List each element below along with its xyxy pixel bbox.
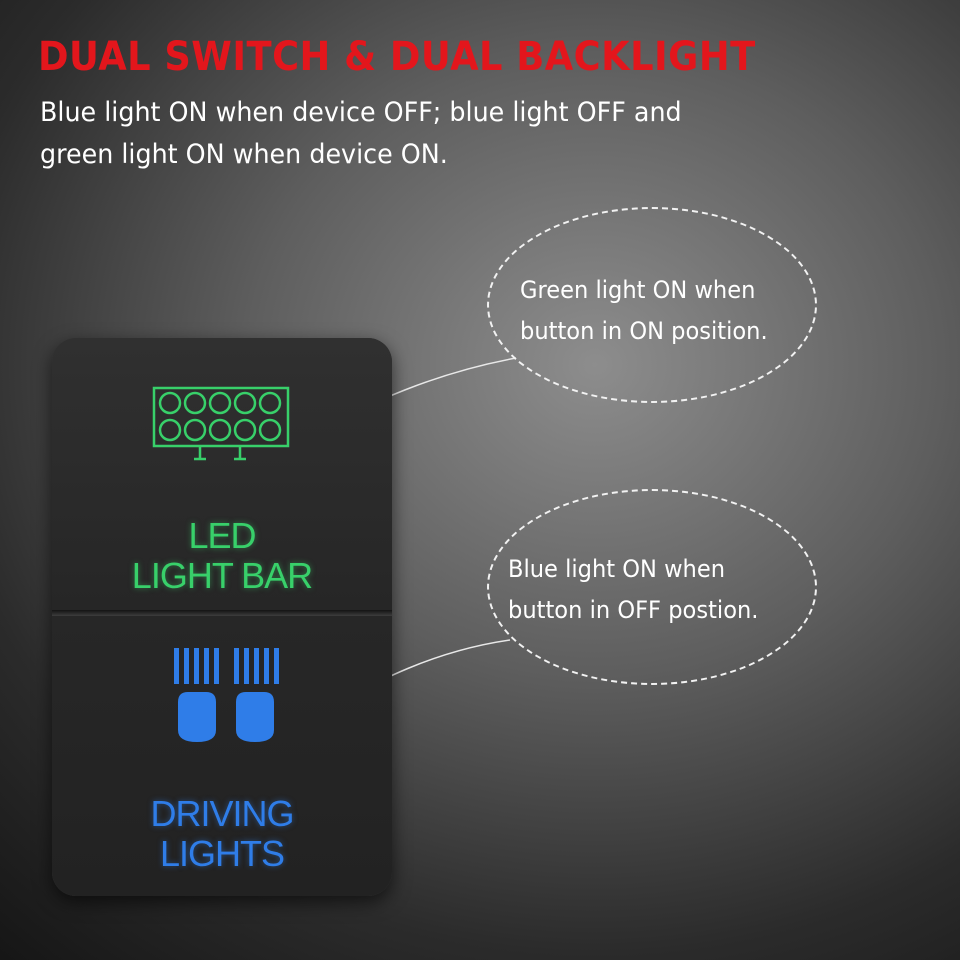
subtitle: Blue light ON when device OFF; blue ligh… [40, 92, 740, 176]
led-light-bar-icon [152, 386, 290, 461]
subtitle-line-1: Blue light ON when device OFF; blue ligh… [40, 97, 682, 128]
rocker-switch[interactable]: LED LIGHT BAR DRIVING LIGHTS [52, 338, 392, 896]
callout-green-line-2: button in ON position. [520, 317, 768, 345]
driving-label-line-2: LIGHTS [159, 833, 285, 874]
driving-label-line-1: DRIVING [150, 793, 294, 834]
driving-lights-icon [174, 648, 279, 742]
callout-blue-off: Blue light ON when button in OFF postion… [487, 489, 817, 685]
switch-seam [52, 610, 392, 616]
led-label-line-1: LED [188, 515, 256, 556]
driving-lights-label: DRIVING LIGHTS [52, 794, 392, 874]
headline: DUAL SWITCH & DUAL BACKLIGHT [38, 34, 756, 80]
callout-green-on: Green light ON when button in ON positio… [487, 207, 817, 403]
switch-bottom-half[interactable] [52, 616, 392, 896]
callout-blue-line-1: Blue light ON when [508, 555, 726, 583]
switch-top-half[interactable]: LED LIGHT BAR [52, 338, 392, 612]
callout-green-line-1: Green light ON when [520, 276, 756, 304]
led-light-bar-label: LED LIGHT BAR [52, 516, 392, 596]
led-label-line-2: LIGHT BAR [131, 555, 313, 596]
subtitle-line-2: green light ON when device ON. [40, 139, 448, 170]
callout-blue-line-2: button in OFF postion. [508, 596, 759, 624]
